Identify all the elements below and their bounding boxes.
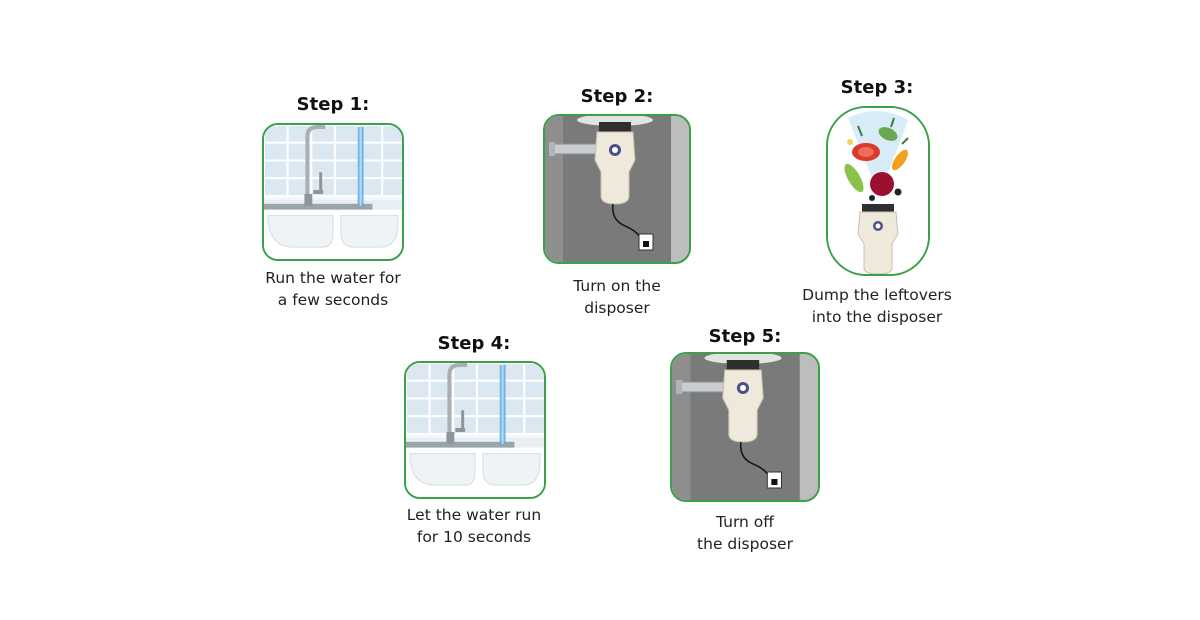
step-4-caption-line-1: Let the water run — [406, 506, 542, 524]
step-2-caption-line-2: disposer — [584, 299, 650, 317]
faucet-water-image — [264, 125, 402, 259]
disposer-switch-image — [672, 354, 818, 500]
step-1-caption-line-2: a few seconds — [277, 291, 389, 309]
step-4-title: Step 4: — [437, 333, 511, 354]
step-5-title: Step 5: — [708, 326, 782, 347]
step-1-caption-line-1: Run the water for — [265, 269, 401, 287]
step-3-caption-line-2: into the disposer — [811, 308, 943, 326]
step-3-illustration — [826, 106, 930, 276]
step-5-caption: Turn off the disposer — [697, 511, 793, 555]
step-2-caption-line-1: Turn on the — [573, 277, 661, 295]
step-3-caption-line-1: Dump the leftovers — [802, 286, 952, 304]
step-2-title: Step 2: — [580, 86, 654, 107]
faucet-water-image — [406, 363, 544, 497]
step-1-illustration — [262, 123, 404, 261]
food-disposer-image — [828, 108, 928, 274]
step-4-caption-line-2: for 10 seconds — [416, 528, 532, 546]
step-3-caption: Dump the leftovers into the disposer — [802, 284, 952, 328]
step-3-title: Step 3: — [840, 77, 914, 98]
step-1-title: Step 1: — [296, 94, 370, 115]
step-5-illustration — [670, 352, 820, 502]
disposer-switch-image — [545, 116, 689, 262]
step-2-caption: Turn on the disposer — [573, 275, 660, 319]
step-4-illustration — [404, 361, 546, 499]
step-2-illustration — [543, 114, 691, 264]
step-5-caption-line-2: the disposer — [697, 535, 793, 553]
step-1-caption: Run the water for a few seconds — [265, 267, 400, 311]
step-4-caption: Let the water run for 10 seconds — [407, 504, 541, 548]
step-5-caption-line-1: Turn off — [716, 513, 774, 531]
